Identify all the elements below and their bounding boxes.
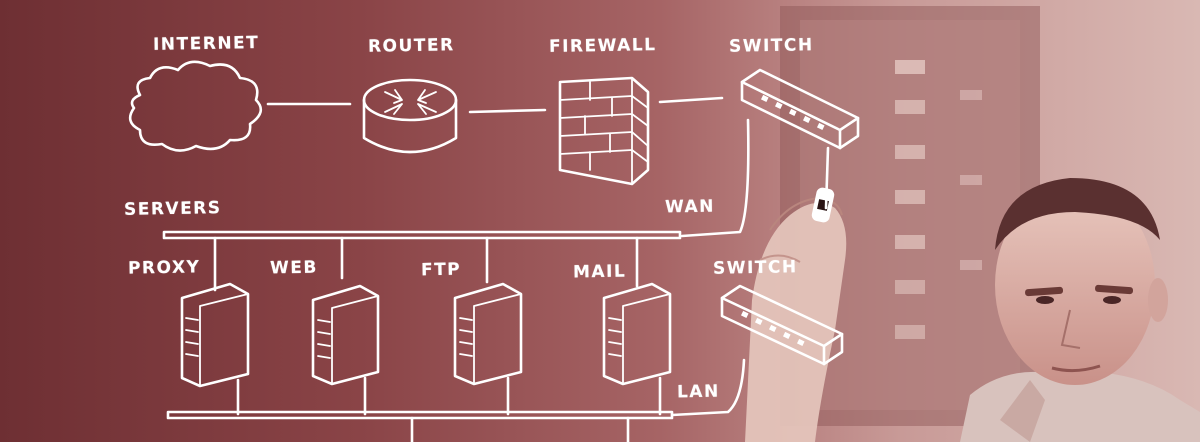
link-firewall-switch	[658, 96, 724, 104]
server-icon	[180, 282, 250, 388]
servers-bus	[162, 230, 682, 240]
label-router: ROUTER	[367, 35, 455, 57]
label-wan: WAN	[664, 196, 716, 218]
label-internet: INTERNET	[152, 33, 260, 55]
link-wan	[680, 118, 750, 238]
link-lan-switch	[670, 358, 746, 417]
person-figure	[960, 178, 1200, 442]
label-lan: LAN	[676, 381, 720, 403]
label-mail: MAIL	[572, 261, 627, 283]
server-icon	[453, 282, 523, 386]
link-router-firewall	[468, 108, 547, 114]
lan-bus	[166, 410, 674, 420]
link-switch-marker	[824, 146, 830, 210]
cloud-icon	[128, 60, 263, 152]
switch-icon	[720, 284, 844, 366]
label-firewall: FIREWALL	[548, 35, 657, 57]
label-switch-top: SWITCH	[728, 35, 814, 57]
label-proxy: PROXY	[127, 257, 201, 279]
hand-with-marker	[745, 187, 847, 442]
server-icon	[602, 282, 672, 386]
router-icon	[362, 78, 458, 154]
label-switch-bottom: SWITCH	[712, 257, 798, 279]
label-ftp: FTP	[420, 259, 462, 281]
switch-icon	[740, 68, 860, 150]
firewall-icon	[558, 76, 650, 186]
server-icon	[311, 284, 380, 386]
label-web: WEB	[269, 257, 318, 279]
label-servers: SERVERS	[123, 198, 222, 220]
